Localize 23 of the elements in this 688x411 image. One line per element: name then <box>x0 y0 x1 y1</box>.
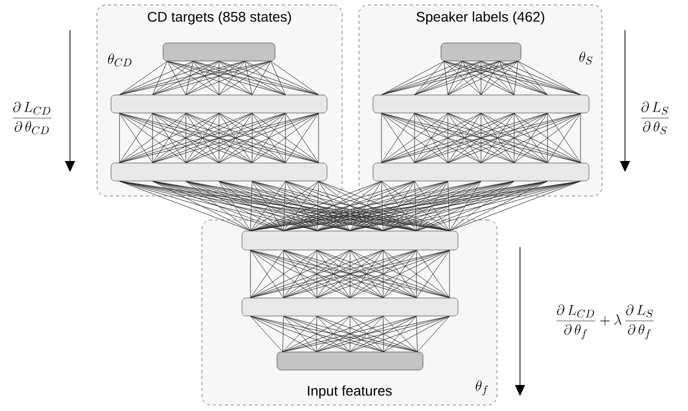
math-label: $\theta_{CD}$ <box>108 54 132 66</box>
layer-bar <box>372 94 590 114</box>
connection-lines <box>119 60 319 96</box>
connection-lines <box>119 180 450 232</box>
layer-bar <box>110 162 328 182</box>
math-label: $\theta_{S}$ <box>579 52 592 64</box>
layer-bar <box>372 162 590 182</box>
connection-lines <box>381 60 581 96</box>
connection-lines <box>250 316 450 352</box>
layer-bar <box>162 42 276 62</box>
connection-lines <box>250 250 450 298</box>
connection-lines <box>119 112 319 164</box>
layer-bar <box>110 94 328 114</box>
layer-bar <box>276 352 424 370</box>
connection-lines <box>250 180 581 232</box>
math-label: $\frac{\partial\, L_{S}}{\partial\, \theta_{S}}$ <box>640 102 670 134</box>
layer-bar <box>242 298 458 316</box>
connection-lines <box>381 112 581 164</box>
layer-bar <box>242 230 458 250</box>
math-label: $\frac{\partial\, L_{CD}}{\partial\, \theta_{f}} + \lambda\, \frac{\partial\, L_{S}}{\partial\, \theta_{f}}$ <box>556 304 654 340</box>
math-label: $\theta_{f}$ <box>476 380 488 396</box>
math-label: $\frac{\partial\, L_{CD}}{\partial\, \theta_{CD}}$ <box>12 102 52 134</box>
layer-bar <box>440 42 522 62</box>
